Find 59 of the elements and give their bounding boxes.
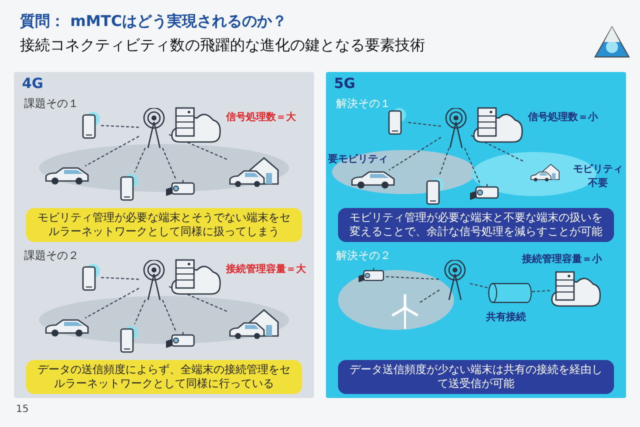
area-label: モビリティ不要 xyxy=(572,162,624,190)
car-icon xyxy=(44,318,90,338)
dashed-connector xyxy=(470,283,488,288)
panel-heading: 4G xyxy=(22,76,44,92)
dashed-connector xyxy=(162,148,177,180)
section-heading: 解決その２ xyxy=(336,248,391,263)
note-box: モビリティ管理が必要な端末と不要な端末の扱いを変えることで、余計な信号処理を減らすことが可能 xyxy=(338,208,614,242)
car-icon xyxy=(350,170,396,190)
phone-icon xyxy=(118,324,138,354)
camera-icon xyxy=(356,268,386,284)
section-heading: 課題その１ xyxy=(24,96,79,111)
dashed-connector xyxy=(134,148,146,172)
dashed-connector xyxy=(100,124,140,128)
note-box: データ送信頻度が少ない端末は共有の接続を経由して送受信が可能 xyxy=(338,360,614,394)
phone-icon xyxy=(80,262,100,292)
car-icon xyxy=(44,166,90,186)
section-heading: 解決その１ xyxy=(336,96,391,111)
phone-icon xyxy=(118,172,138,202)
slide-title: 質問： mMTCはどう実現されるのか？ xyxy=(20,12,288,31)
dashed-connector xyxy=(464,148,481,184)
dashed-connector xyxy=(100,276,140,280)
dashed-connector xyxy=(470,134,526,162)
subtitle: 接続コネクティビティ数の飛躍的な進化の鍵となる要素技術 xyxy=(20,36,425,55)
server-cloud-icon xyxy=(550,270,602,308)
note-box: データの送信頻度によらず、全端末の接続管理をセルラーネットワークとして同様に行っている xyxy=(26,360,302,394)
dashed-connector xyxy=(532,290,550,292)
value-label: 接続管理容量＝小 xyxy=(522,252,602,266)
value-label: 信号処理数＝大 xyxy=(226,110,296,124)
dashed-connector xyxy=(162,300,177,332)
camera-icon xyxy=(164,332,196,350)
note-box: モビリティ管理が必要な端末とそうでない端末をセルラーネットワークとして同様に扱ってしまう xyxy=(26,208,302,242)
section-heading: 課題その２ xyxy=(24,248,79,263)
dashed-connector xyxy=(420,289,440,303)
phone-icon xyxy=(80,110,100,140)
value-label: 信号処理数＝小 xyxy=(528,110,598,124)
node-label: 共有接続 xyxy=(486,310,526,324)
page-number: 15 xyxy=(16,404,29,415)
wind-turbine-icon xyxy=(390,294,420,330)
cylinder-icon xyxy=(488,280,532,306)
dashed-connector xyxy=(84,136,140,166)
camera-icon xyxy=(164,180,196,198)
server-cloud-icon xyxy=(170,106,222,144)
camera-icon xyxy=(468,184,500,202)
panel xyxy=(14,72,314,398)
dashed-connector xyxy=(168,286,228,312)
dashed-connector xyxy=(388,136,442,170)
panel-heading: 5G xyxy=(334,76,356,92)
dashed-connector xyxy=(386,276,440,280)
dashed-connector xyxy=(84,288,140,318)
server-cloud-icon xyxy=(170,258,222,296)
dashed-connector xyxy=(406,122,442,127)
server-cloud-icon xyxy=(472,106,524,144)
phone-icon xyxy=(386,106,406,136)
dashed-connector xyxy=(168,134,228,160)
value-label: 接続管理容量＝大 xyxy=(226,262,306,276)
dashed-connector xyxy=(134,300,146,324)
panel xyxy=(326,72,626,398)
phone-icon xyxy=(424,176,444,206)
dashed-connector xyxy=(438,148,450,176)
